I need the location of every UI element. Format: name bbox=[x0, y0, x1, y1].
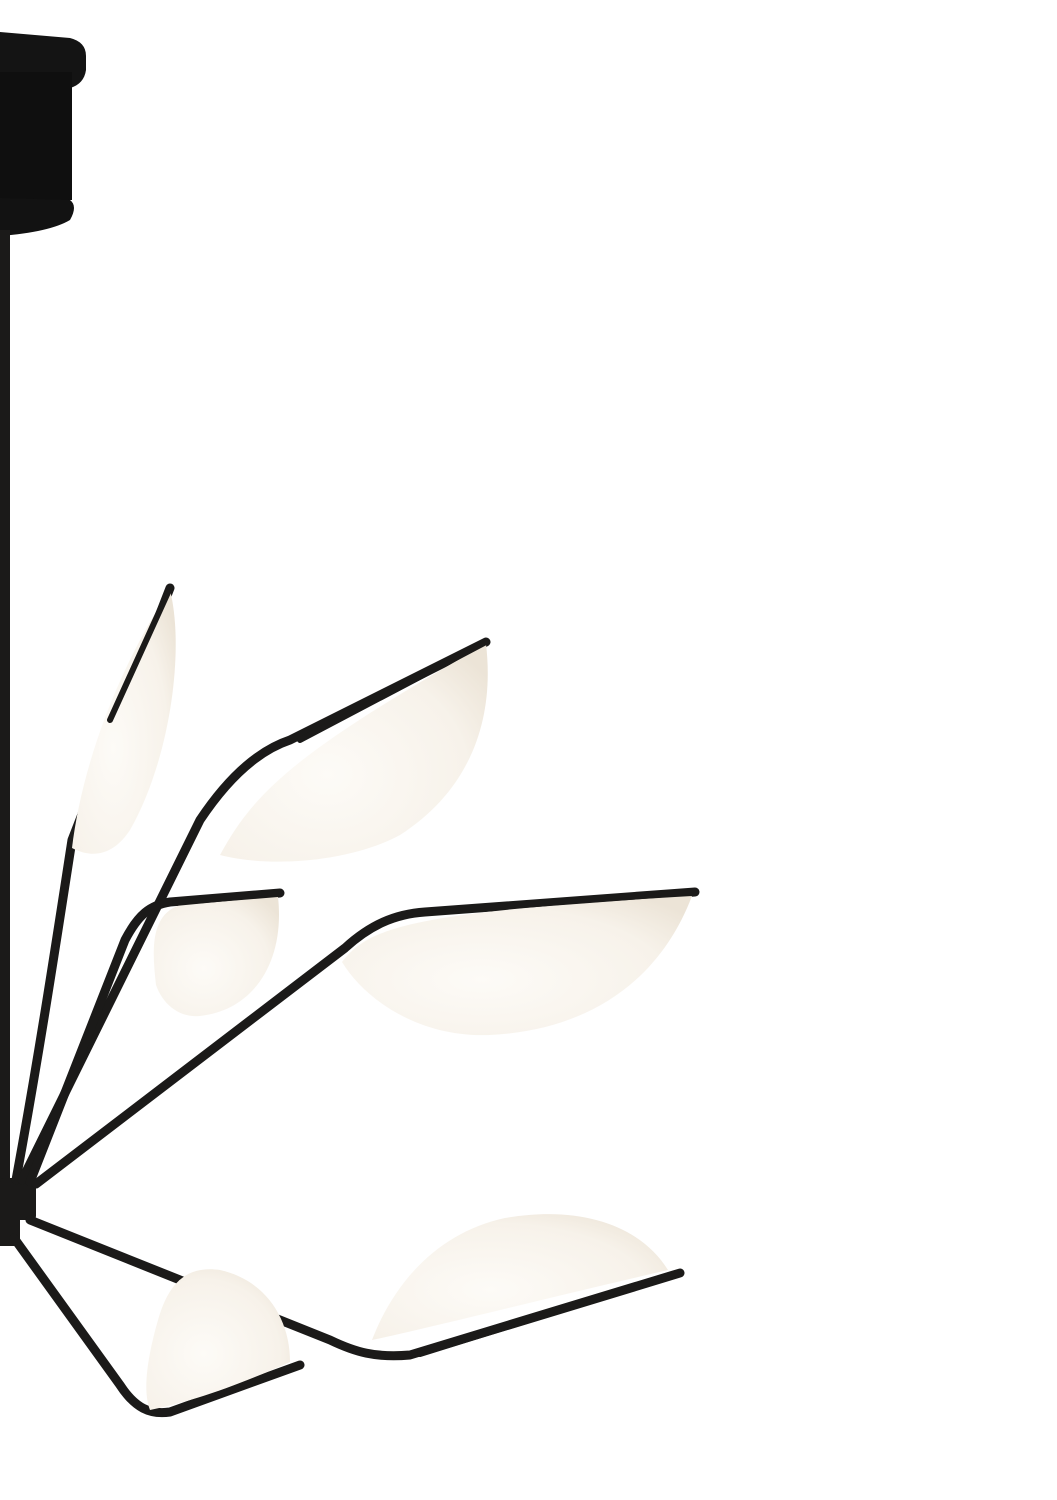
lamp-arms bbox=[9, 583, 700, 1418]
shade-lower-left bbox=[146, 1269, 290, 1410]
shade-small bbox=[153, 897, 280, 1017]
arm-lower-right bbox=[25, 1215, 685, 1361]
arm-small bbox=[25, 888, 285, 1187]
suspension-rod bbox=[0, 230, 10, 1190]
arm-upper-left bbox=[11, 583, 175, 1185]
shade-upper-left bbox=[72, 590, 176, 854]
lamp-shades bbox=[72, 590, 692, 1410]
shade-lower-right bbox=[372, 1214, 668, 1340]
arm-upper-middle bbox=[17, 637, 491, 1185]
shade-rims bbox=[107, 585, 698, 1413]
arm-right bbox=[31, 887, 700, 1189]
ceiling-canopy bbox=[0, 32, 86, 236]
shade-upper-middle bbox=[220, 644, 488, 862]
arm-lower-left bbox=[9, 1233, 305, 1418]
shade-right bbox=[342, 896, 692, 1036]
